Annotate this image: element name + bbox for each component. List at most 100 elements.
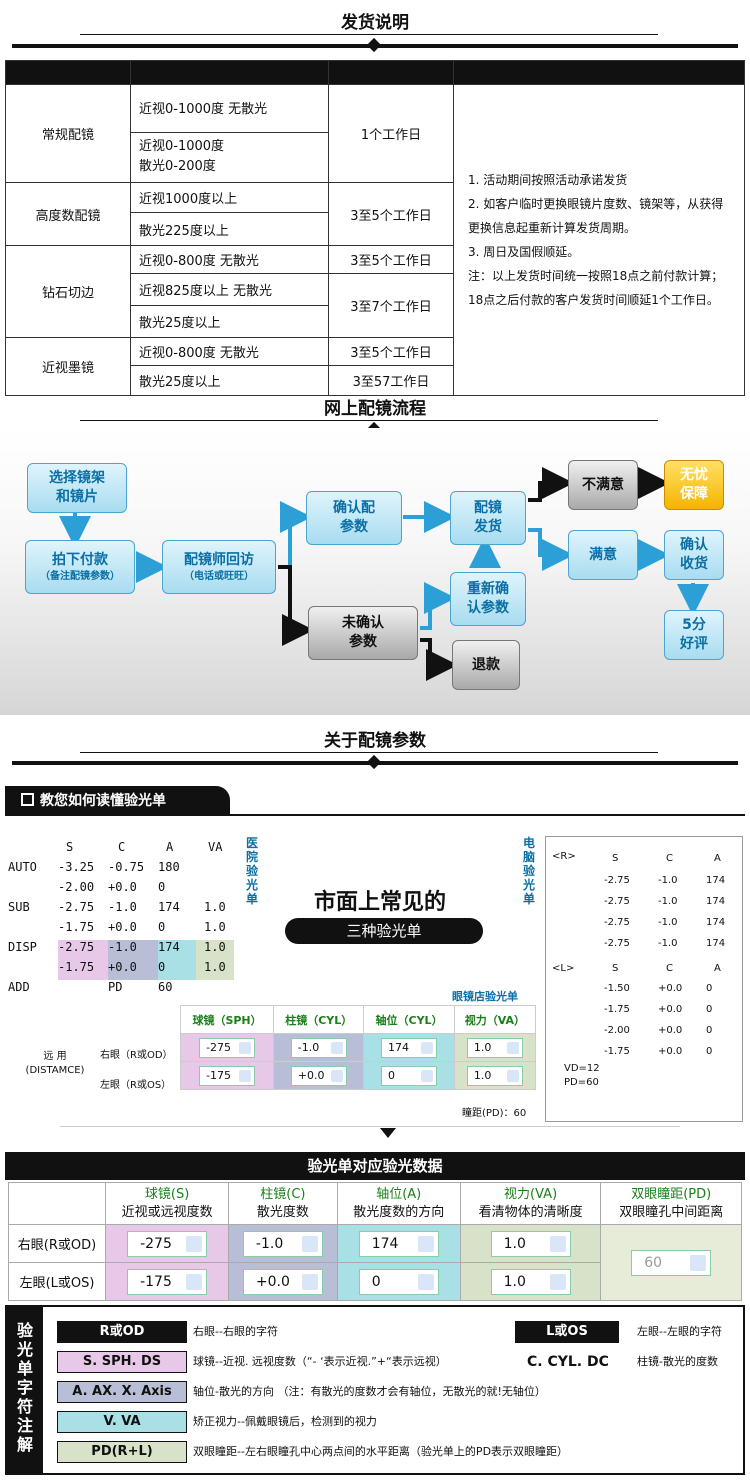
computer-cell: -2.00 [604,1025,630,1036]
ship-item: 近视0-1000度 散光0-200度 [139,138,225,174]
right-eye: 右眼(R或OD) [8,1224,106,1263]
col-head: 柱镜(C) [260,1186,306,1202]
hospital-cell: 0 [158,880,166,894]
step-select: 选择镜架 和镜片 [27,463,127,513]
computer-cell: -1.75 [604,1046,630,1057]
axis-select[interactable]: 0 [381,1065,438,1086]
va-select[interactable]: 1.0 [466,1037,523,1058]
highlight [108,940,158,980]
ship-type: 高度数配镜 [5,182,131,246]
legend-desc: 矫正视力--佩戴眼镜后，检测到的视力 [193,1415,377,1428]
ship-item: 近视0-800度 无散光 [130,245,329,274]
hospital-cell: 1.0 [204,920,226,934]
computer-right-label: <R> [552,851,576,862]
computer-cell: -1.0 [658,938,678,949]
shop-pd: 瞳距(PD)：60 [462,1108,527,1119]
computer-col: S [612,963,619,974]
divider [230,814,745,816]
ship-type: 近视墨镜 [5,337,131,396]
col-head: 轴位(A) [376,1186,422,1202]
ship-time: 3至7个工作日 [328,273,454,338]
va-select[interactable]: 1.0 [490,1268,571,1295]
highlight [158,940,196,980]
computer-cell: 0 [706,1046,713,1057]
computer-cell: -1.50 [604,983,630,994]
cyl-select[interactable]: -1.0 [290,1037,347,1058]
process-title: 网上配镜流程 [324,399,426,419]
computer-cell: +0.0 [658,983,683,994]
sph-select[interactable]: -275 [127,1230,208,1257]
hospital-cell: ADD [8,980,30,994]
note: 2. 如客户临时更换眼镜片度数、镜架等，从获得更换信息起重新计算发货周期。 [468,197,724,235]
computer-cell: -2.75 [604,896,630,907]
sph-select[interactable]: -275 [199,1037,256,1058]
step-visit-label: 配镜师回访 [184,551,254,568]
legend-desc: 轴位-散光的方向 （注：有散光的度数才会有轴位，无散光的就!无轴位） [193,1385,546,1398]
axis-select[interactable]: 174 [358,1230,439,1257]
cyl-select[interactable]: +0.0 [242,1268,323,1295]
col-desc: 双眼瞳孔中间距离 [619,1204,724,1220]
computer-cell: -1.0 [658,896,678,907]
highlight [196,940,234,980]
cyl-select[interactable]: +0.0 [290,1065,347,1086]
ship-time: 3至5个工作日 [328,182,454,246]
step-pay: 拍下付款（备注配镜参数） [25,540,135,594]
computer-left-label: <L> [552,963,575,974]
computer-label: 电脑验光单 [523,836,536,906]
step-five-star: 5分 好评 [664,610,724,660]
hospital-cell: +0.0 [108,880,137,894]
hospital-cell: -1.0 [108,900,137,914]
computer-col: S [612,853,619,864]
sph-select[interactable]: -175 [199,1065,256,1086]
hospital-cell: 0 [158,960,166,974]
s-col: 柱镜（CYL） [273,1005,365,1034]
step-visit: 配镜师回访（电话或旺旺） [162,540,276,594]
computer-cell: 0 [706,1004,713,1015]
computer-cell: +0.0 [658,1046,683,1057]
sph-select[interactable]: -175 [127,1268,208,1295]
hospital-label: 医院验光单 [246,836,259,906]
hospital-cell: -2.75 [58,940,95,954]
divider [80,34,658,35]
computer-pd: PD=60 [564,1077,599,1088]
step-pay-note: （备注配镜参数） [40,570,120,582]
divider [80,752,658,753]
pd-select[interactable]: 60 [631,1249,712,1276]
computer-cell: -2.75 [604,917,630,928]
hospital-cell: -3.25 [58,860,95,874]
col-desc: 看清物体的清晰度 [478,1204,583,1220]
computer-cell: -2.75 [604,938,630,949]
divider [60,1126,680,1127]
ship-type: 常规配镜 [5,84,131,183]
legend-desc: 双眼瞳距--左右眼瞳孔中心两点间的水平距离（验光单上的PD表示双眼瞳距） [193,1445,569,1458]
hospital-cell: 1.0 [204,940,226,954]
step-refund: 退款 [452,640,520,690]
axis-select[interactable]: 174 [381,1037,438,1058]
col-head: 视力(VA) [504,1186,558,1202]
highlight [58,940,108,980]
left-eye-label: 左眼（R或OS） [100,1080,172,1091]
computer-cell: 174 [706,896,726,907]
hospital-cell: SUB [8,900,30,914]
common-title: 市面上常见的 [313,890,446,915]
va-select[interactable]: 1.0 [490,1230,571,1257]
s-col: 球镜（SPH） [179,1005,275,1034]
ship-time: 3至57工作日 [328,365,454,396]
va-select[interactable]: 1.0 [466,1065,523,1086]
hospital-cell: +0.0 [108,960,137,974]
col-head: 球镜(S) [144,1186,190,1202]
legend-key: PD(R+L) [57,1441,187,1463]
divider [80,420,658,421]
cyl-select[interactable]: -1.0 [242,1230,323,1257]
legend-desc: 柱镜-散光的度数 [637,1355,718,1368]
params-title: 关于配镜参数 [324,731,426,751]
axis-select[interactable]: 0 [358,1268,439,1295]
hospital-cell: -0.75 [108,860,145,874]
step-receive: 确认 收货 [664,530,724,580]
hospital-cell: 60 [158,980,173,994]
h-col-va: VA [208,840,223,854]
hospital-cell: 1.0 [204,960,226,974]
shop-label: 眼镜店验光单 [452,990,518,1003]
note: 1. 活动期间按照活动承诺发货 [468,173,628,187]
tab-label: 教您如何读懂验光单 [40,793,166,809]
